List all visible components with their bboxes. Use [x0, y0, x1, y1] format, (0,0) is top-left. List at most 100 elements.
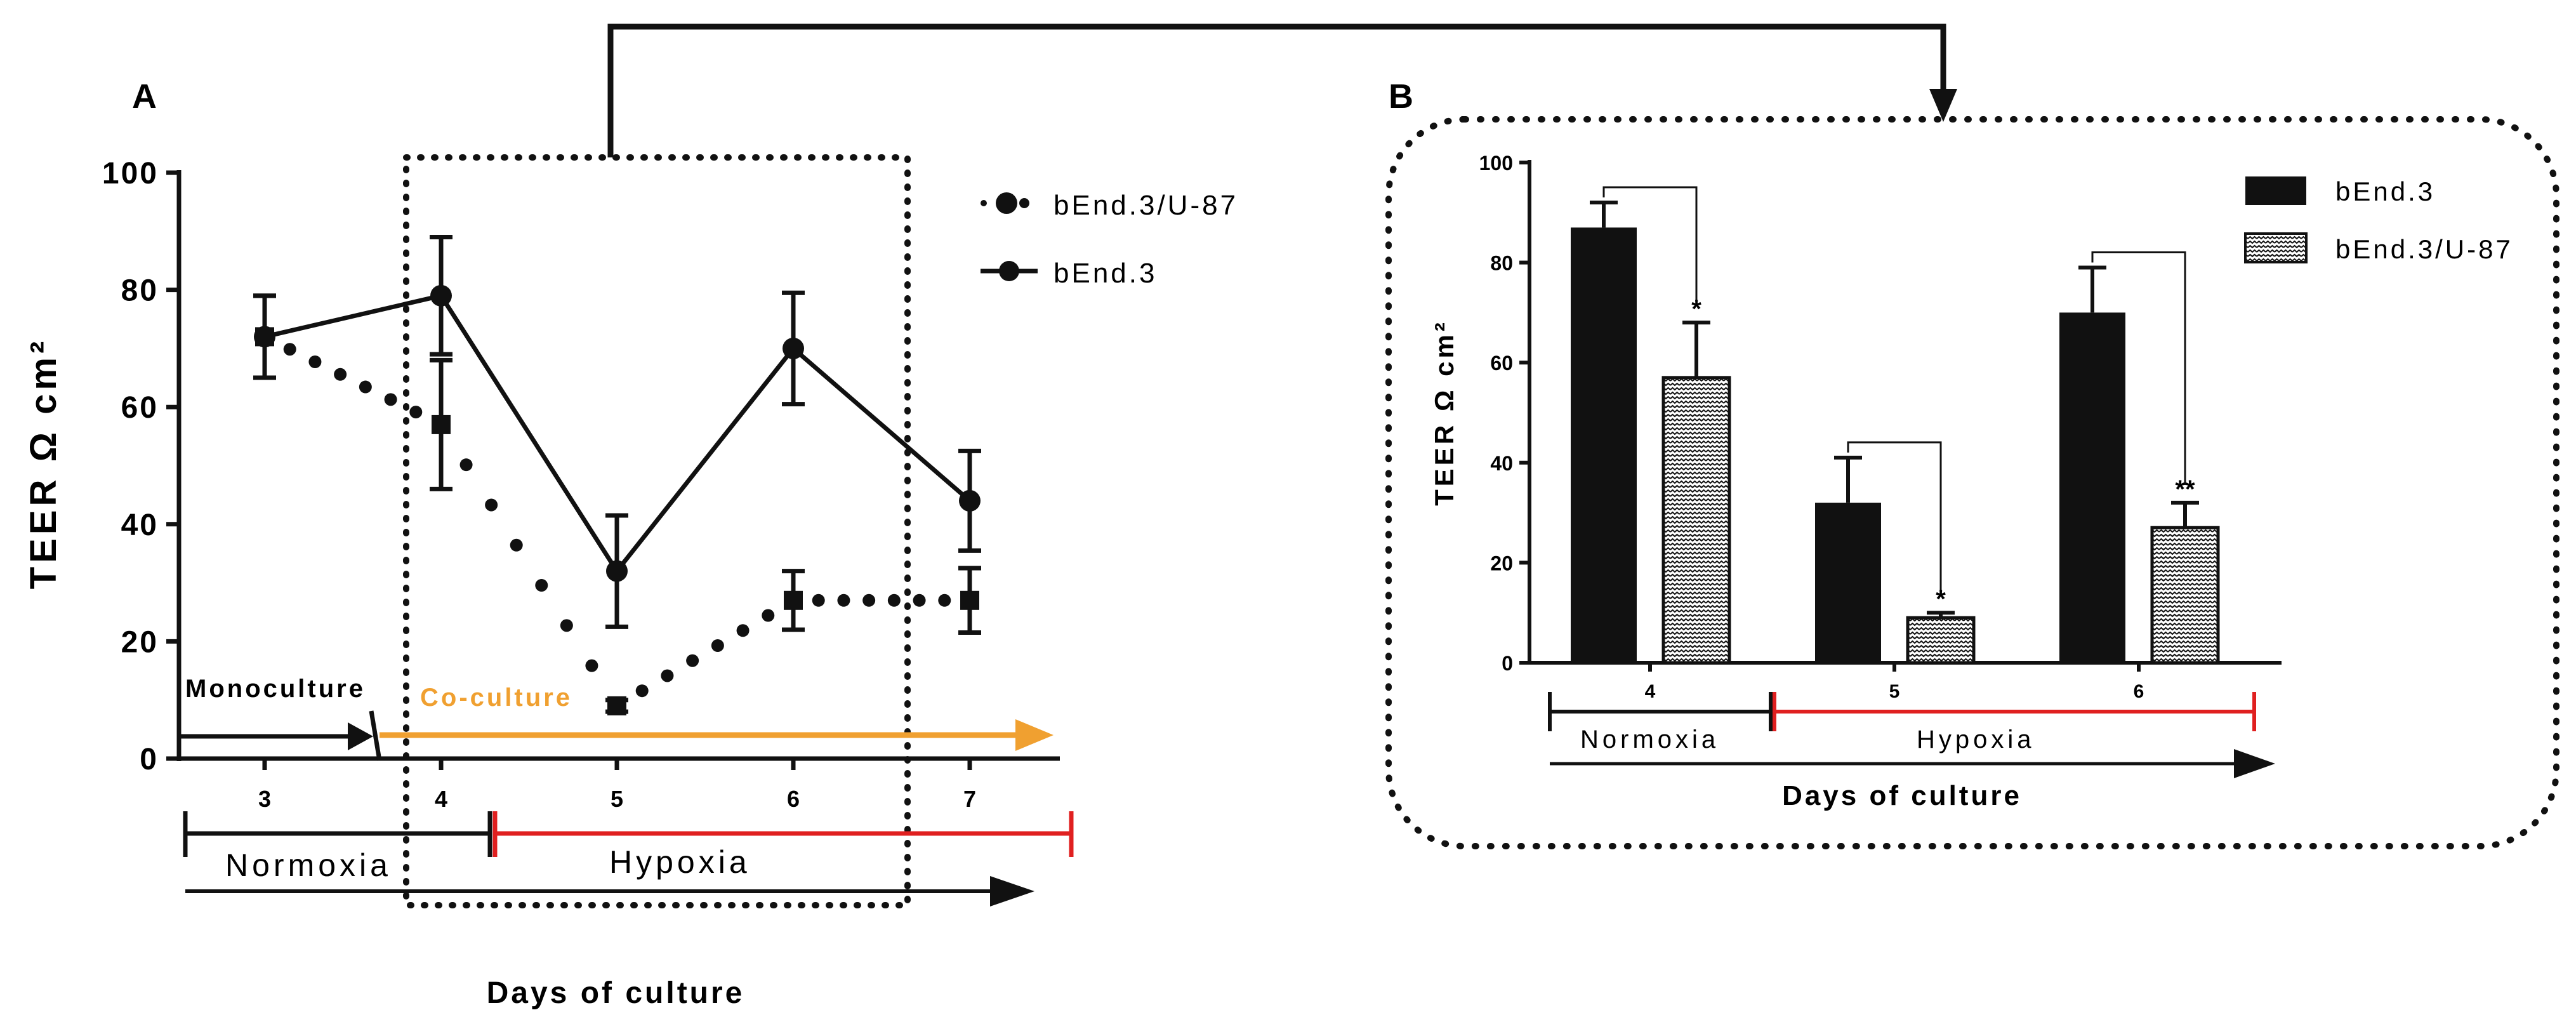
- panel-b-y-tick-label: 60: [1490, 352, 1513, 375]
- panel-label-a: A: [132, 77, 157, 116]
- panel-a-line-chart: TEER Ω cm² Days of culture 0204060801003…: [23, 154, 1238, 1010]
- monoculture-arrowhead: [348, 722, 373, 750]
- panel-a-y-tick-label: 60: [121, 391, 159, 425]
- panel-a-y-tick-label: 40: [121, 508, 159, 542]
- normoxia-label: Normoxia: [1580, 726, 1719, 753]
- days-arrowhead: [2234, 749, 2275, 778]
- panel-a-x-tick-label: 3: [258, 786, 271, 812]
- panel-a-x-tick-label: 5: [611, 786, 623, 812]
- legend-label: bEnd.3/U-87: [2335, 234, 2513, 264]
- series-bend3-u87-dot: [661, 669, 674, 682]
- days-arrowhead: [990, 876, 1034, 906]
- series-bend3-u87-dot: [762, 609, 775, 622]
- panel-b-x-tick-label: 4: [1645, 681, 1656, 702]
- legend-item-bend3-u87: bEnd.3/U-87: [2244, 232, 2513, 264]
- legend-label: bEnd.3: [1054, 258, 1157, 289]
- panel-b-y-tick-label: 80: [1490, 252, 1513, 275]
- panel-b-legend: bEnd.3 bEnd.3/U-87: [2244, 176, 2513, 264]
- phase-divider: [369, 710, 382, 761]
- panel-a-x-tick-label: 4: [435, 786, 447, 812]
- panel-a-x-axis-label: Days of culture: [487, 976, 745, 1010]
- series-bend3-u87-dot: [560, 619, 573, 632]
- panel-label-b: B: [1389, 77, 1413, 116]
- series-bend3-u87-dot: [837, 594, 850, 607]
- series-bend3-u87-dot: [459, 458, 473, 472]
- connector-arrowhead: [1929, 89, 1957, 122]
- panel-a-y-tick-label: 80: [121, 274, 159, 308]
- panel-b-y-tick-label: 0: [1502, 652, 1513, 675]
- legend-item-bend3: bEnd.3: [2245, 176, 2435, 206]
- panel-a-x-tick-label: 7: [963, 786, 976, 812]
- legend-swatch-pattern: [2244, 232, 2308, 263]
- series-bend3-u87-dot: [585, 659, 598, 672]
- panel-b-x-tick-label: 6: [2134, 681, 2144, 702]
- significance-marker: *: [1936, 585, 1946, 613]
- bar-bend3-u87: [2150, 526, 2220, 665]
- bar-bend3: [1815, 502, 1881, 663]
- series-bend3-u87-dot: [334, 368, 347, 381]
- coculture-label: Co-culture: [420, 684, 572, 712]
- series-bend3-u87-dot: [711, 639, 724, 652]
- panel-a-series-bend3: [253, 235, 981, 629]
- significance-bracket: [2091, 251, 2186, 485]
- significance-bracket: [1602, 186, 1698, 305]
- panel-b-significance: ****: [1602, 186, 2195, 613]
- bar-bend3: [2059, 312, 2125, 663]
- panel-b-y-tick-label: 100: [1479, 152, 1513, 175]
- panel-a-y-tick-label: 0: [140, 743, 159, 776]
- legend-label: bEnd.3/U-87: [1054, 190, 1238, 221]
- significance-marker: *: [1691, 295, 1701, 323]
- significance-bracket: [1847, 441, 1942, 595]
- panel-a-y-tick-label: 20: [121, 625, 159, 659]
- series-bend3-marker: [959, 489, 981, 512]
- legend-swatch-solid-marker: [999, 261, 1019, 281]
- series-bend3-u87-dot: [938, 594, 951, 607]
- series-bend3-u87-marker: [960, 590, 979, 610]
- panel-a-legend: bEnd.3/U-87 bEnd.3: [981, 190, 1238, 289]
- series-bend3-u87-dot: [686, 654, 699, 667]
- panel-b-y-axis-label: TEER Ω cm²: [1429, 319, 1459, 506]
- hypoxia-label: Hypoxia: [1917, 726, 2035, 753]
- series-bend3-u87-dot: [409, 406, 423, 419]
- normoxia-label: Normoxia: [225, 847, 392, 883]
- series-bend3-u87-dot: [862, 594, 876, 607]
- panel-b-x-axis-label: Days of culture: [1782, 780, 2022, 811]
- legend-swatch-dotted-marker: [1019, 198, 1029, 208]
- series-bend3-u87-dot: [736, 624, 750, 637]
- series-bend3-u87-dot: [359, 380, 372, 394]
- legend-swatch-solid: [2245, 176, 2306, 205]
- connector-bracket: [607, 23, 1946, 157]
- series-bend3-u87-marker: [784, 590, 803, 610]
- series-bend3-marker: [254, 326, 275, 348]
- panel-a-x-tick-label: 6: [787, 786, 800, 812]
- panel-b-x-tick-label: 5: [1889, 681, 1900, 702]
- series-bend3-marker: [606, 560, 628, 582]
- legend-label: bEnd.3: [2335, 176, 2435, 206]
- series-bend3-u87-dot: [384, 393, 397, 406]
- series-bend3-u87-marker: [607, 696, 626, 715]
- panel-a-y-axis-label: TEER Ω cm²: [23, 338, 64, 590]
- legend-swatch-dotted-marker: [981, 200, 987, 206]
- series-bend3-u87-marker: [432, 415, 451, 434]
- legend-item-bend3: bEnd.3: [981, 258, 1157, 289]
- series-bend3-u87-dot: [887, 594, 901, 607]
- series-bend3-u87-dot: [635, 684, 649, 698]
- monoculture-label: Monoculture: [185, 675, 366, 703]
- significance-marker: **: [2175, 475, 2195, 503]
- series-bend3-u87-dot: [913, 594, 926, 607]
- series-bend3-u87-dot: [535, 579, 548, 592]
- panel-b-bars: [1571, 201, 2220, 665]
- legend-swatch-dotted-marker: [996, 192, 1017, 214]
- coculture-arrowhead: [1015, 719, 1054, 751]
- hypoxia-label: Hypoxia: [609, 844, 751, 880]
- panel-b-bar-chart: TEER Ω cm² Days of culture 0204060801004…: [1385, 116, 2559, 849]
- series-bend3-marker: [430, 284, 452, 307]
- series-bend3-u87-dot: [308, 355, 322, 368]
- bar-bend3: [1571, 227, 1637, 663]
- legend-item-bend3-u87: bEnd.3/U-87: [981, 190, 1238, 221]
- series-bend3-u87-dot: [283, 343, 296, 356]
- panel-a-highlight-box: [403, 154, 911, 908]
- bar-bend3-u87: [1906, 616, 1976, 665]
